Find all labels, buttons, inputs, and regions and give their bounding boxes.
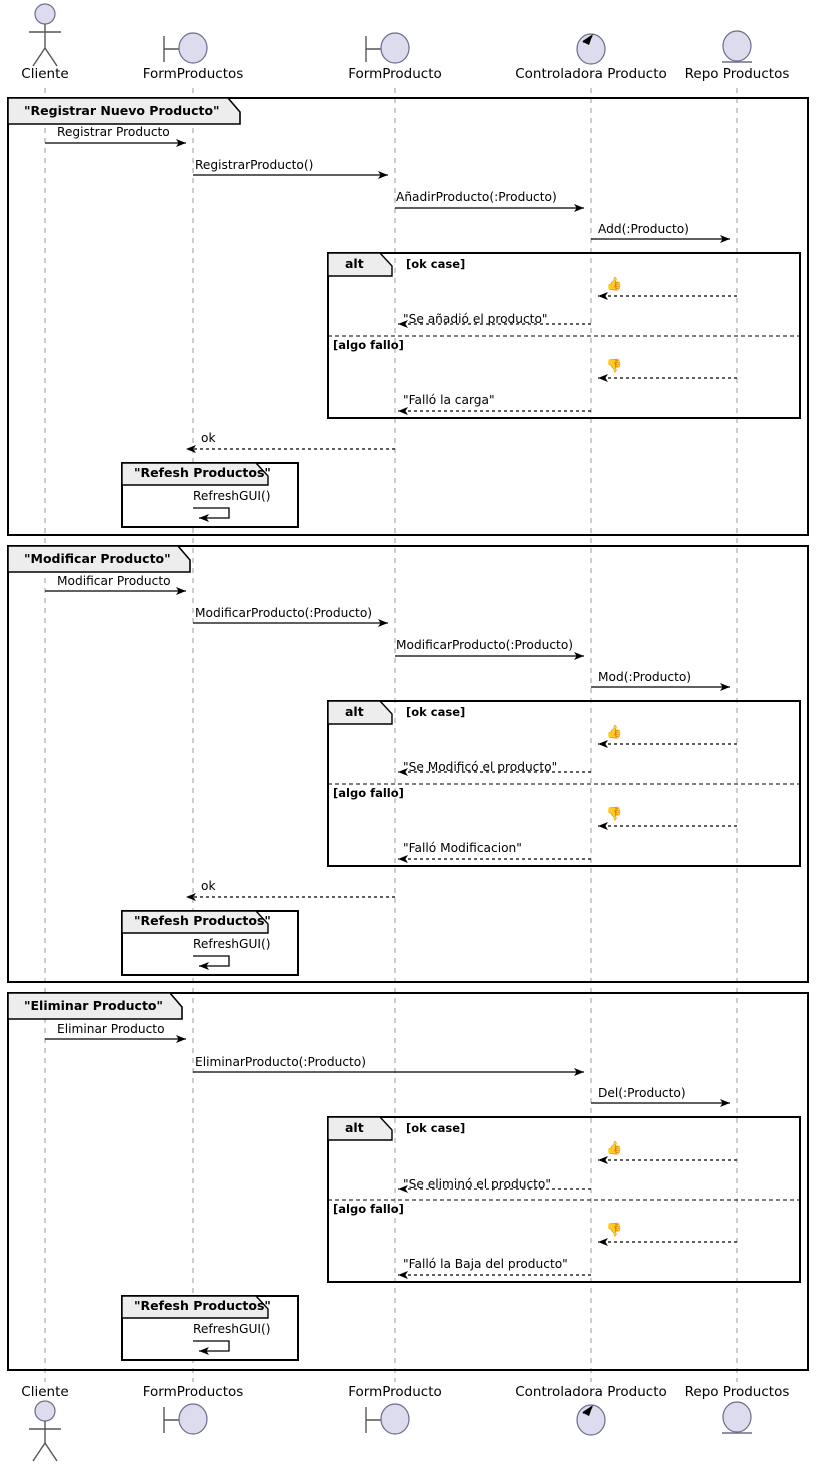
alt-guard-ok-eliminar: [ok case] bbox=[406, 1121, 466, 1135]
message-label-fallo-carga: "Falló la carga" bbox=[403, 393, 495, 407]
group-title-registrar[interactable]: "Registrar Nuevo Producto" bbox=[24, 103, 220, 118]
entity-icon-repo-top bbox=[722, 30, 752, 63]
refresh-title-modificar[interactable]: "Refesh Productos" bbox=[134, 913, 271, 928]
participant-label-cliente-bottom[interactable]: Cliente bbox=[21, 1384, 69, 1400]
alt-title-modificar[interactable]: alt bbox=[345, 704, 364, 719]
participant-label-repo-bottom[interactable]: Repo Productos bbox=[684, 1384, 790, 1400]
boundary-icon-formproductos-bottom bbox=[163, 1403, 208, 1435]
group-title-modificar[interactable]: "Modificar Producto" bbox=[24, 551, 171, 566]
message-label-se-modifico: "Se Modificó el producto" bbox=[403, 760, 558, 774]
thumbs-up-icon: 👍 bbox=[606, 277, 623, 292]
message-label-registrarproducto: RegistrarProducto() bbox=[195, 158, 314, 172]
alt-guard-fallo-registrar: [algo fallo] bbox=[333, 338, 404, 352]
participant-label-controladora-top[interactable]: Controladora Producto bbox=[515, 66, 667, 82]
message-label-refreshgui-eliminar: RefreshGUI() bbox=[193, 1322, 271, 1336]
message-label-se-anadio: "Se añadió el producto" bbox=[403, 312, 548, 326]
self-call-eliminar bbox=[193, 1340, 230, 1355]
actor-icon-bottom bbox=[29, 1400, 61, 1462]
participant-label-formproductos-top[interactable]: FormProductos bbox=[142, 66, 244, 82]
alt-fragment-registrar bbox=[327, 252, 801, 419]
message-label-ok-registrar: ok bbox=[201, 431, 216, 445]
actor-icon-top bbox=[29, 3, 61, 67]
message-label-modificarproducto-form: ModificarProducto(:Producto) bbox=[195, 606, 373, 620]
message-label-mod: Mod(:Producto) bbox=[598, 670, 692, 684]
returns-modificar bbox=[186, 740, 737, 901]
msg-refreshgui-self bbox=[193, 507, 230, 522]
message-label-anadirproducto: AñadirProducto(:Producto) bbox=[396, 190, 557, 204]
self-call-registrar bbox=[193, 507, 230, 522]
alt-fragment-eliminar bbox=[327, 1116, 801, 1283]
alt-title-eliminar[interactable]: alt bbox=[345, 1120, 364, 1135]
participant-label-formproducto-top[interactable]: FormProducto bbox=[348, 66, 442, 82]
boundary-icon-formproducto-top bbox=[365, 32, 410, 64]
returns-eliminar bbox=[398, 1156, 737, 1279]
message-label-fallo-modificacion: "Falló Modificacion" bbox=[403, 841, 522, 855]
group-title-eliminar[interactable]: "Eliminar Producto" bbox=[24, 998, 164, 1013]
entity-icon-repo-bottom bbox=[722, 1401, 752, 1434]
control-icon-controladora-bottom bbox=[576, 1404, 606, 1436]
messages-eliminar bbox=[45, 1035, 730, 1107]
participant-label-formproductos-bottom[interactable]: FormProductos bbox=[142, 1384, 244, 1400]
alt-title-registrar[interactable]: alt bbox=[345, 256, 364, 271]
message-label-refreshgui-registrar: RefreshGUI() bbox=[193, 489, 271, 503]
message-label-refreshgui-modificar: RefreshGUI() bbox=[193, 937, 271, 951]
alt-guard-ok-modificar: [ok case] bbox=[406, 705, 466, 719]
alt-guard-fallo-modificar: [algo fallo] bbox=[333, 786, 404, 800]
messages-registrar bbox=[45, 139, 730, 243]
group-frame-registrar bbox=[7, 97, 809, 536]
msg-refreshgui-self bbox=[193, 1340, 230, 1355]
message-label-se-elimino: "Se eliminó el producto" bbox=[403, 1177, 551, 1191]
thumbs-down-icon: 👎 bbox=[606, 359, 623, 374]
thumbs-up-icon: 👍 bbox=[606, 725, 623, 740]
refresh-fragment-modificar bbox=[121, 910, 299, 976]
returns-registrar bbox=[186, 292, 737, 453]
control-icon-controladora-top bbox=[576, 33, 606, 65]
boundary-icon-formproductos-top bbox=[163, 32, 208, 64]
participant-label-formproducto-bottom[interactable]: FormProducto bbox=[348, 1384, 442, 1400]
message-label-ok-modificar: ok bbox=[201, 879, 216, 893]
participant-label-cliente-top[interactable]: Cliente bbox=[21, 66, 69, 82]
thumbs-up-icon: 👍 bbox=[606, 1141, 623, 1156]
message-label-eliminarproducto: EliminarProducto(:Producto) bbox=[195, 1055, 367, 1069]
group-frame-eliminar bbox=[7, 992, 809, 1371]
message-label-del: Del(:Producto) bbox=[598, 1086, 686, 1100]
message-label-modificarproducto-ctrl: ModificarProducto(:Producto) bbox=[396, 638, 574, 652]
message-label-add: Add(:Producto) bbox=[598, 222, 689, 236]
message-label-fallo-baja: "Falló la Baja del producto" bbox=[403, 1257, 568, 1271]
group-frame-modificar bbox=[7, 545, 809, 983]
message-label-registrar-producto: Registrar Producto bbox=[57, 125, 170, 139]
refresh-title-registrar[interactable]: "Refesh Productos" bbox=[134, 465, 271, 480]
thumbs-down-icon: 👎 bbox=[606, 1223, 623, 1238]
message-label-modificar-producto: Modificar Producto bbox=[57, 574, 171, 588]
msg-refreshgui-self bbox=[193, 955, 230, 970]
participant-label-controladora-bottom[interactable]: Controladora Producto bbox=[515, 1384, 667, 1400]
message-label-eliminar-producto: Eliminar Producto bbox=[57, 1022, 165, 1036]
boundary-icon-formproducto-bottom bbox=[365, 1403, 410, 1435]
alt-guard-ok-registrar: [ok case] bbox=[406, 257, 466, 271]
refresh-title-eliminar[interactable]: "Refesh Productos" bbox=[134, 1298, 271, 1313]
alt-guard-fallo-eliminar: [algo fallo] bbox=[333, 1202, 404, 1216]
thumbs-down-icon: 👎 bbox=[606, 807, 623, 822]
messages-modificar bbox=[45, 587, 730, 691]
alt-fragment-modificar bbox=[327, 700, 801, 867]
participant-label-repo-top[interactable]: Repo Productos bbox=[684, 66, 790, 82]
refresh-fragment-registrar bbox=[121, 462, 299, 528]
self-call-modificar bbox=[193, 955, 230, 970]
refresh-fragment-eliminar bbox=[121, 1295, 299, 1361]
